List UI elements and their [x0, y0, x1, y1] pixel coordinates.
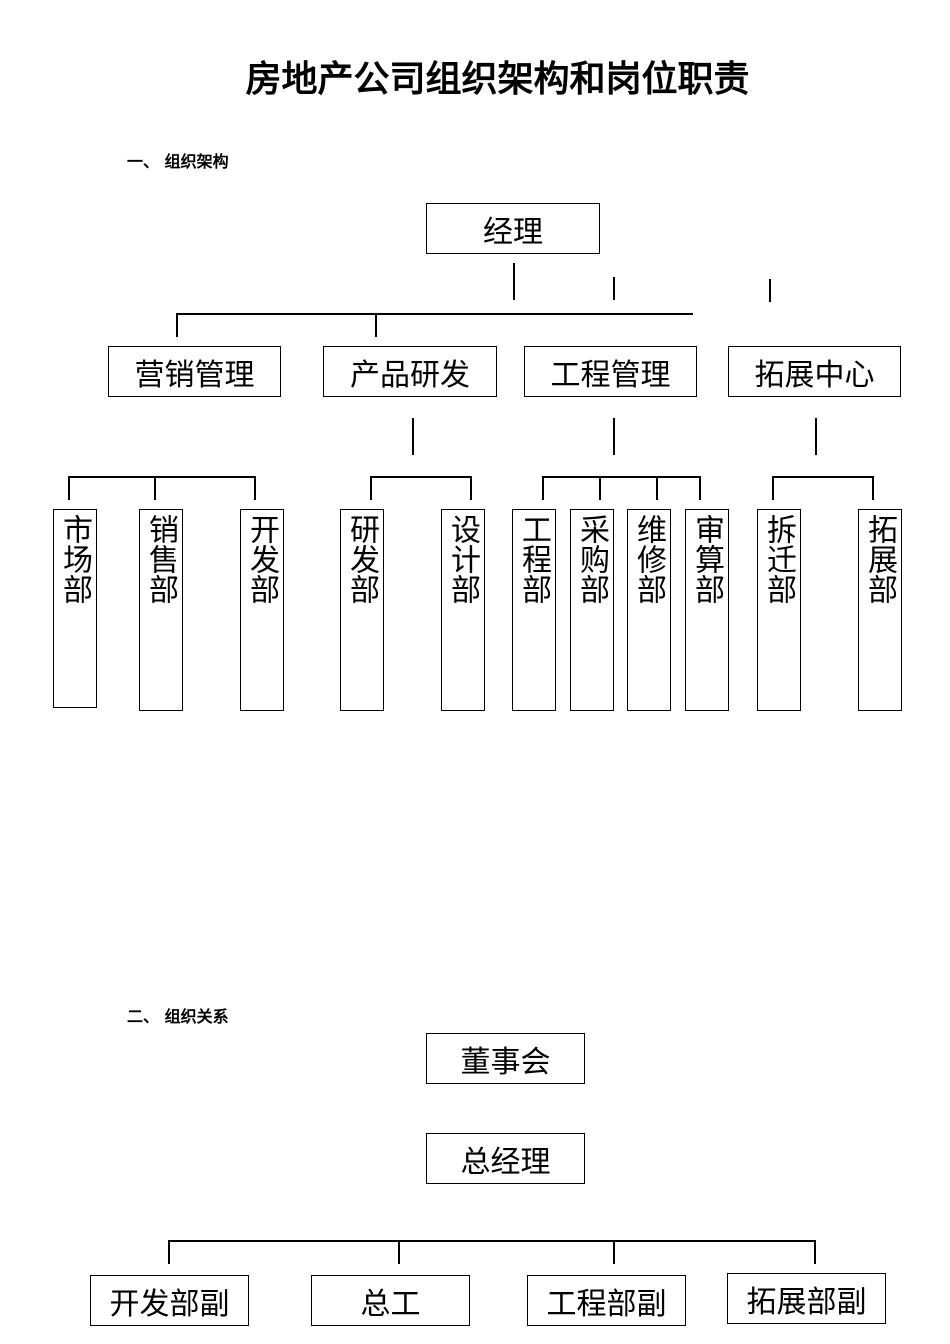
connector-line [375, 313, 377, 337]
connector-line [470, 476, 472, 500]
connector-line [814, 1240, 816, 1264]
org-node-chief-engineer: 总工 [311, 1275, 470, 1326]
connector-line [542, 476, 700, 478]
connector-line [613, 418, 615, 455]
connector-line [513, 263, 515, 300]
connector-line [772, 476, 774, 500]
org-node-audit-dept: 审算部 [685, 509, 729, 711]
connector-line [772, 476, 873, 478]
org-node-dev-deputy: 开发部副 [90, 1275, 249, 1326]
org-node-market-dept: 市场部 [53, 509, 97, 708]
connector-line [656, 476, 658, 500]
connector-line [613, 1240, 615, 1264]
connector-line [398, 1240, 400, 1264]
org-node-maintenance-dept: 维修部 [627, 509, 671, 711]
org-node-engineering-dept: 工程部 [512, 509, 556, 711]
connector-line [370, 476, 372, 500]
connector-line [370, 476, 471, 478]
connector-line [68, 476, 255, 478]
connector-line [176, 313, 693, 315]
connector-line [815, 418, 817, 455]
connector-line [176, 313, 178, 337]
org-node-manager: 经理 [426, 203, 600, 254]
section-heading-structure: 一、 组织架构 [127, 152, 229, 171]
connector-line [68, 476, 70, 500]
connector-line [872, 476, 874, 500]
org-node-marketing: 营销管理 [108, 346, 281, 397]
org-node-expansion-dept: 拓展部 [858, 509, 902, 711]
org-node-expansion: 拓展中心 [728, 346, 901, 397]
connector-line [412, 418, 414, 455]
section-heading-relations: 二、 组织关系 [127, 1007, 229, 1026]
org-node-design-dept: 设计部 [441, 509, 485, 711]
org-node-expansion-deputy: 拓展部副 [727, 1273, 886, 1324]
connector-line [168, 1240, 815, 1242]
org-node-eng-deputy: 工程部副 [527, 1275, 686, 1326]
org-node-product-rd: 产品研发 [323, 346, 497, 397]
connector-line [168, 1240, 170, 1264]
org-node-board: 董事会 [426, 1033, 585, 1084]
org-node-development-dept: 开发部 [240, 509, 284, 711]
connector-line [154, 476, 156, 500]
connector-line [542, 476, 544, 500]
org-node-procurement-dept: 采购部 [570, 509, 614, 711]
org-node-demolition-dept: 拆迁部 [757, 509, 801, 711]
connector-line [599, 476, 601, 500]
connector-line [613, 277, 615, 300]
connector-line [699, 476, 701, 500]
org-node-engineering: 工程管理 [524, 346, 697, 397]
document-title: 房地产公司组织架构和岗位职责 [245, 58, 750, 100]
org-node-rd-dept: 研发部 [340, 509, 384, 711]
connector-line [769, 279, 771, 302]
connector-line [254, 476, 256, 500]
org-node-sales-dept: 销售部 [139, 509, 183, 711]
org-node-general-manager: 总经理 [426, 1133, 585, 1184]
